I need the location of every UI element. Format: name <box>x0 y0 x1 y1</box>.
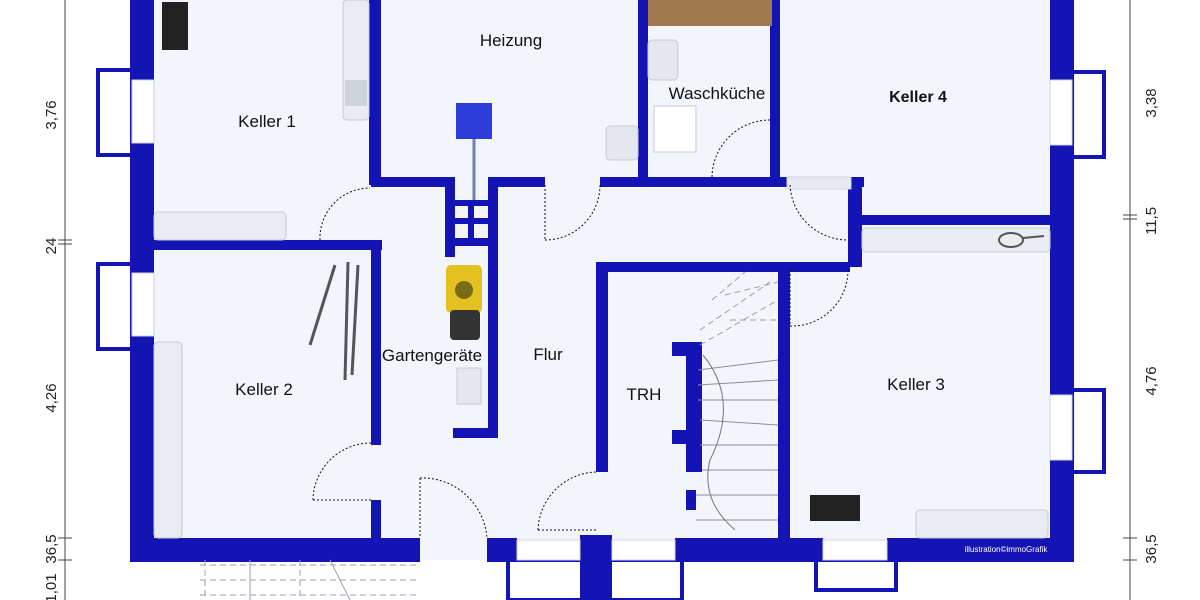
room-label-keller4: Keller 4 <box>889 89 947 106</box>
wood-strip <box>648 0 772 26</box>
shelf-icon <box>153 341 183 539</box>
door-swing-icon <box>711 119 771 178</box>
window-icon <box>506 539 588 600</box>
room-label-waschkueche: Waschküche <box>669 84 766 103</box>
window-icon <box>814 539 898 592</box>
door-swings <box>312 119 849 539</box>
room-label-flur: Flur <box>533 345 563 364</box>
room-label-gartengeraete: Gartengeräte <box>382 346 482 365</box>
dim-label: 24 <box>43 238 60 255</box>
door-swing-icon <box>319 187 371 241</box>
dim-label: 11,5 <box>1143 207 1160 235</box>
dim-label: 4,76 <box>1143 366 1160 395</box>
room-label-keller1: Keller 1 <box>238 112 296 131</box>
walls <box>130 0 1074 600</box>
door-swing-icon <box>789 269 849 327</box>
room-label-trh: TRH <box>627 385 662 404</box>
dimension-labels-right: 3,38 11,5 4,76 36,5 <box>1143 88 1160 563</box>
window-icon <box>1049 388 1106 474</box>
sink-icon <box>647 39 679 81</box>
ski-icon <box>308 261 360 381</box>
window-icon <box>96 68 155 157</box>
windows <box>96 68 1106 600</box>
dim-label: 36,5 <box>1143 534 1160 563</box>
room-labels: Keller 1 Heizung Waschküche Keller 4 Kel… <box>235 31 947 404</box>
heater-icon <box>456 103 492 200</box>
door-swing-icon <box>789 184 849 241</box>
room-label-heizung: Heizung <box>480 31 542 50</box>
dimension-lines <box>58 0 1137 600</box>
room-label-keller3: Keller 3 <box>887 375 945 394</box>
dimension-labels-left: 3,76 24 4,26 36,5 1,01 <box>43 100 60 600</box>
room-label-keller2: Keller 2 <box>235 380 293 399</box>
staircase-icon <box>200 271 779 600</box>
door-swing-icon <box>544 184 601 241</box>
sink-icon <box>605 125 639 161</box>
window-icon <box>1049 70 1106 159</box>
shelf-icon <box>153 211 287 241</box>
illustration-credit: illustration©immoGrafik <box>965 545 1049 554</box>
door-swing-icon <box>312 442 372 501</box>
dim-label: 1,01 <box>43 573 60 600</box>
window-icon <box>96 262 155 351</box>
door-swing-icon <box>419 477 488 539</box>
shelf-icon <box>915 509 1049 539</box>
dim-label: 4,26 <box>43 383 60 412</box>
bottle-rack-icon <box>162 2 860 521</box>
door-swing-icon <box>537 471 597 531</box>
tennis-racket-icon <box>998 232 1045 248</box>
washing-machine-icon <box>653 105 697 153</box>
dim-label: 36,5 <box>43 534 60 563</box>
lawnmower-icon <box>446 265 482 340</box>
window-icon <box>602 539 684 600</box>
dim-label: 3,38 <box>1143 88 1160 117</box>
fixtures <box>153 0 1051 539</box>
radiator-icon <box>456 367 482 405</box>
dim-label: 3,76 <box>43 100 60 129</box>
shelf-icon <box>861 227 1051 253</box>
window-icon <box>786 176 852 190</box>
